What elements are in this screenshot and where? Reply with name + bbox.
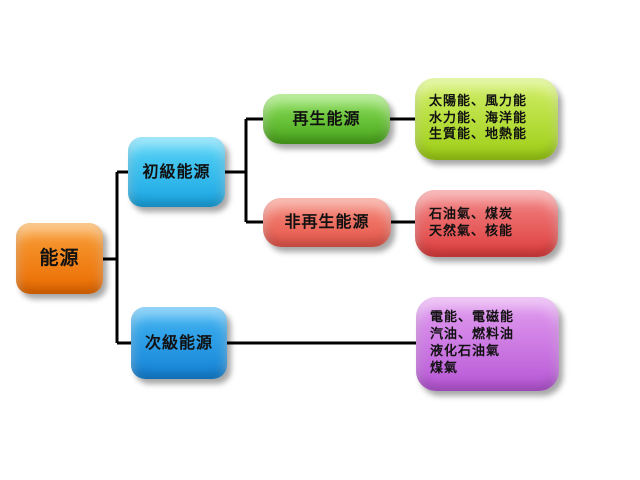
renewable-energy-node: 再生能源 xyxy=(263,94,390,144)
primary-energy-label: 初級能源 xyxy=(142,161,211,181)
renewable-energy-label: 再生能源 xyxy=(292,108,361,128)
nonrenewable-energy-node: 非再生能源 xyxy=(263,198,391,247)
nonrenewable-examples-label: 石油氣、煤炭 天然氣、核能 xyxy=(429,206,514,239)
root-node: 能源 xyxy=(16,223,103,294)
secondary-examples-label: 電能、電磁能 汽油、燃料油 液化石油氣 煤氣 xyxy=(430,310,515,376)
secondary-energy-label: 次級能源 xyxy=(144,332,213,352)
renewable-examples-label: 太陽能、風力能 水力能、海洋能 生質能、地熱能 xyxy=(429,93,528,143)
primary-energy-node: 初級能源 xyxy=(128,137,225,207)
nonrenewable-examples-node: 石油氣、煤炭 天然氣、核能 xyxy=(415,190,558,257)
root-label: 能源 xyxy=(39,247,80,270)
secondary-examples-node: 電能、電磁能 汽油、燃料油 液化石油氣 煤氣 xyxy=(416,297,559,391)
secondary-energy-node: 次級能源 xyxy=(131,307,227,379)
nonrenewable-energy-label: 非再生能源 xyxy=(284,212,370,232)
renewable-examples-node: 太陽能、風力能 水力能、海洋能 生質能、地熱能 xyxy=(415,78,558,160)
